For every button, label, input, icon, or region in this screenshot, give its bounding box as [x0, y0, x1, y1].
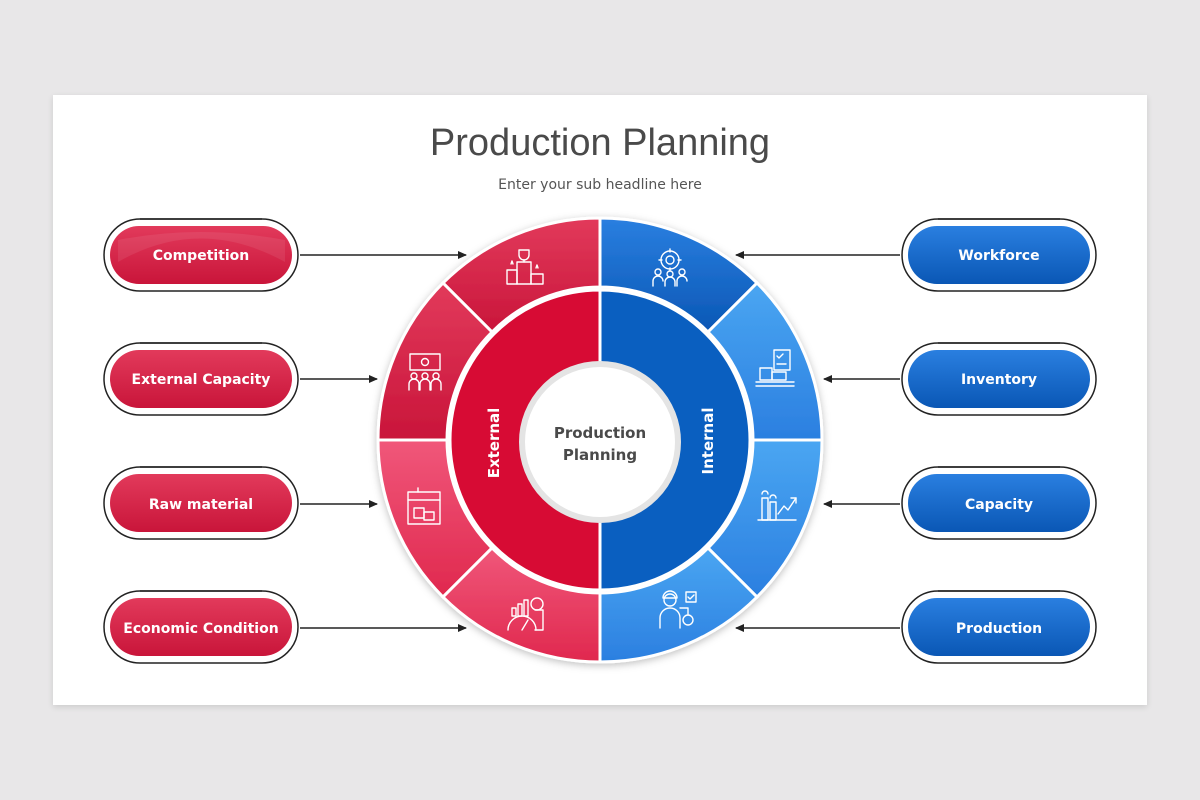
- pill-label: Production: [956, 621, 1042, 637]
- pill-label: External Capacity: [132, 372, 271, 388]
- pill-inventory[interactable]: Inventory: [901, 342, 1097, 416]
- ring-label-internal: Internal: [699, 408, 717, 475]
- left-connectors: [300, 251, 467, 632]
- workforce-gear-icon: [652, 248, 688, 287]
- ring-label-external: External: [485, 408, 503, 479]
- factory-growth-icon: [757, 490, 797, 521]
- page-title: Production Planning: [429, 122, 771, 164]
- finance-gauge-icon: [507, 597, 544, 631]
- trophy-podium-icon: [506, 249, 544, 285]
- pill-production[interactable]: Production: [901, 590, 1097, 664]
- pill-label: Economic Condition: [123, 621, 278, 637]
- pill-external-capacity[interactable]: External Capacity: [103, 342, 299, 416]
- pill-competition[interactable]: Competition: [103, 218, 299, 292]
- pill-capacity[interactable]: Capacity: [901, 466, 1097, 540]
- worker-tasks-icon: [659, 590, 697, 629]
- pill-label: Raw material: [149, 497, 253, 513]
- center-label-line2: Planning: [563, 446, 637, 464]
- pill-label: Competition: [153, 248, 250, 264]
- right-pills: Workforce Inventory Capacity Production: [901, 218, 1097, 664]
- inner-ring: Production Planning External Internal: [448, 288, 752, 592]
- center-circle: [519, 361, 681, 523]
- right-connectors: [735, 251, 900, 632]
- pill-label: Workforce: [958, 248, 1039, 264]
- team-presentation-icon: [408, 353, 442, 391]
- pill-workforce[interactable]: Workforce: [901, 218, 1097, 292]
- pill-label: Capacity: [965, 497, 1033, 513]
- page-subtitle: Enter your sub headline here: [498, 177, 702, 193]
- inventory-checklist-icon: [755, 349, 795, 387]
- pill-raw-material[interactable]: Raw material: [103, 466, 299, 540]
- warehouse-boxes-icon: [407, 487, 441, 525]
- outer-ring: [376, 216, 824, 664]
- left-pills: Competition External Capacity Raw materi…: [103, 218, 299, 664]
- pill-label: Inventory: [961, 372, 1037, 388]
- pill-economic-condition[interactable]: Economic Condition: [103, 590, 299, 664]
- center-label-line1: Production: [554, 424, 646, 442]
